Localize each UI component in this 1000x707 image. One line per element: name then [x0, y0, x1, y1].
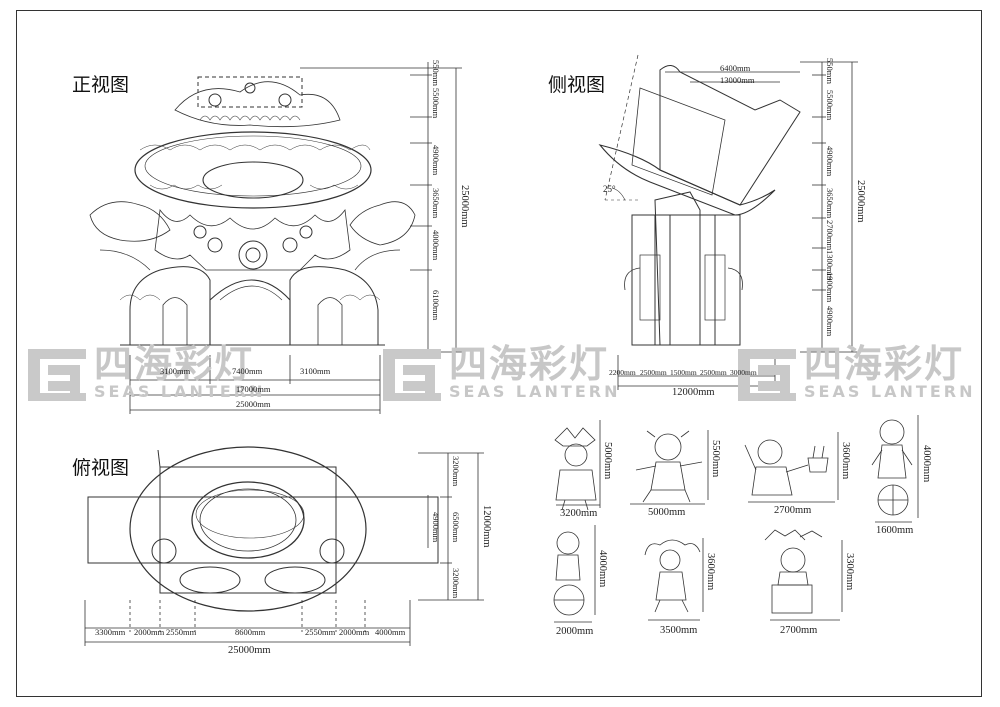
figure-1-width: 3200mm — [560, 508, 598, 519]
side-dim-h-2: 2500mm — [640, 368, 667, 377]
drawing-frame — [16, 10, 982, 697]
front-view-title: 正视图 — [72, 74, 130, 96]
watermark-logo-icon-1 — [28, 349, 86, 401]
figure-3-height: 3600mm — [840, 442, 851, 480]
side-dim-v-2: 5500mm — [825, 90, 835, 121]
front-view-dimensions — [129, 62, 462, 414]
front-dim-v-5: 4000mm — [431, 230, 441, 261]
front-dim-h-2: 7400mm — [232, 366, 263, 376]
side-dim-total-h: 25000mm — [855, 180, 866, 223]
figure-2-height: 5500mm — [710, 440, 721, 478]
figure-6-height: 3600mm — [705, 553, 716, 591]
figure-clown-in-box — [764, 529, 843, 621]
front-dim-h-3: 3100mm — [300, 366, 331, 376]
side-dim-top-1: 6400mm — [720, 63, 751, 73]
top-dim-h-1: 3300mm — [95, 627, 126, 637]
top-dim-total-v: 12000mm — [481, 505, 492, 548]
figure-7-width: 2700mm — [780, 625, 818, 636]
side-dim-v-5: 2700mm — [825, 220, 835, 251]
figure-4-height: 4000mm — [921, 445, 932, 483]
side-dim-v-7: 1900mm — [825, 272, 835, 303]
side-dim-h-3: 1500mm — [670, 368, 697, 377]
top-dim-h-5: 2550mm — [305, 627, 336, 637]
side-dim-h-4: 2500mm — [700, 368, 727, 377]
side-view-drawing — [598, 54, 801, 346]
figure-1-height: 5000mm — [602, 442, 613, 480]
top-dim-v-2: 6500mm — [451, 512, 461, 543]
side-view-dimensions — [617, 61, 858, 390]
front-dim-v-6: 6100mm — [431, 290, 441, 321]
figure-clown-on-ball — [871, 415, 919, 523]
front-dim-v-4: 3650mm — [431, 188, 441, 219]
top-dim-h-2: 2000mm — [134, 627, 165, 637]
figure-2-width: 5000mm — [648, 507, 686, 518]
side-view-title: 侧视图 — [548, 74, 606, 96]
front-dim-h-total: 25000mm — [236, 399, 271, 409]
figure-clown-arms-open — [630, 430, 709, 505]
top-dim-h-total: 25000mm — [228, 645, 271, 656]
front-dim-h-mid: 17000mm — [236, 384, 271, 394]
top-view-drawing — [87, 446, 439, 612]
side-dim-v-4: 3650mm — [825, 188, 835, 219]
side-dim-angle: 25° — [603, 184, 616, 194]
side-dim-h-1: 2200mm — [609, 368, 636, 377]
top-view-dimensions — [84, 452, 484, 646]
top-dim-h-3: 2550mm — [166, 627, 197, 637]
watermark-logos — [28, 349, 796, 401]
side-dim-h-5: 3000mm — [730, 368, 757, 377]
figure-7-height: 3300mm — [844, 553, 855, 591]
top-dim-inner-v: 4900mm — [431, 512, 441, 543]
figure-6-width: 3500mm — [660, 625, 698, 636]
figure-4-width: 1600mm — [876, 525, 914, 536]
front-dim-h-1: 3100mm — [160, 366, 191, 376]
top-dim-h-4: 8600mm — [235, 627, 266, 637]
top-dim-v-1: 3200mm — [451, 456, 461, 487]
figure-magician — [744, 432, 839, 503]
top-dim-h-7: 4000mm — [375, 627, 406, 637]
front-dim-v-1: 550mm — [431, 60, 441, 86]
top-view-title: 俯视图 — [72, 457, 130, 479]
figure-clown-on-ball-small — [553, 525, 596, 623]
side-dim-v-8: 4900mm — [825, 306, 835, 337]
side-dim-v-1: 550mm — [825, 58, 835, 84]
front-dim-total-h: 25000mm — [459, 185, 470, 228]
figure-juggler — [644, 538, 704, 621]
watermark-logo-icon-2 — [383, 349, 441, 401]
front-view-drawing — [89, 76, 416, 346]
figure-jester — [554, 420, 601, 511]
top-dim-h-6: 2000mm — [339, 627, 370, 637]
figure-5-width: 2000mm — [556, 626, 594, 637]
side-dim-top-2: 13000mm — [720, 75, 755, 85]
side-dim-h-total: 12000mm — [672, 387, 715, 398]
side-dim-v-3: 4900mm — [825, 146, 835, 177]
front-dim-v-3: 4900mm — [431, 145, 441, 176]
watermark-logo-icon-3 — [738, 349, 796, 401]
figure-5-height: 4000mm — [597, 550, 608, 588]
top-dim-v-3: 3200mm — [451, 568, 461, 599]
front-dim-v-2: 5500mm — [431, 88, 441, 119]
figure-3-width: 2700mm — [774, 505, 812, 516]
